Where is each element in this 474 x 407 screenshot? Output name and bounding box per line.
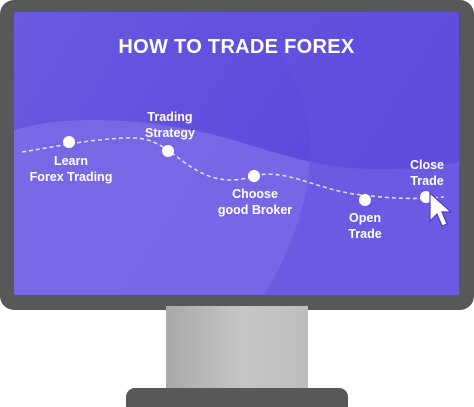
- step-node-open: [359, 194, 371, 206]
- mouse-pointer-icon: [429, 191, 453, 227]
- screen-background: [14, 12, 459, 295]
- step-node-learn: [63, 136, 75, 148]
- step-node-strategy: [162, 145, 174, 157]
- monitor-frame: HOW TO TRADE FOREX Learn Forex Trading T…: [0, 0, 474, 310]
- step-label-broker: Choose good Broker: [217, 187, 293, 217]
- monitor-stand-base: [126, 388, 348, 407]
- page-title: HOW TO TRADE FOREX: [118, 36, 355, 58]
- monitor-screen: HOW TO TRADE FOREX Learn Forex Trading T…: [14, 12, 459, 295]
- step-label-open: Open Trade: [348, 211, 382, 241]
- step-node-close: [420, 191, 432, 203]
- step-label-close: Close Trade: [409, 158, 445, 188]
- step-label-strategy: Trading Strategy: [144, 110, 196, 140]
- step-node-broker: [248, 170, 260, 182]
- decor-arc: [224, 12, 459, 295]
- step-label-learn: Learn Forex Trading: [29, 154, 113, 184]
- monitor-stand-neck: [166, 306, 308, 388]
